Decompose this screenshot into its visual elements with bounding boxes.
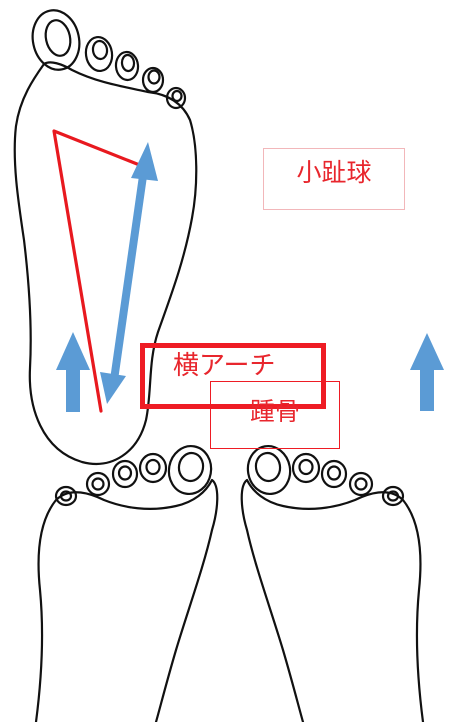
left-up-arrow — [56, 332, 90, 412]
bottom-left-toes — [56, 443, 215, 505]
bottom-right-toes — [244, 443, 403, 505]
bottom-right-foot-outline — [242, 480, 423, 722]
bottom-left-foot — [36, 443, 217, 722]
right-up-arrow — [410, 333, 444, 411]
small-toe-ball-label: 小趾球 — [263, 148, 405, 210]
bottom-left-foot-outline — [36, 480, 217, 722]
bottom-right-foot — [242, 443, 423, 722]
sole-toes — [27, 6, 185, 108]
heel-label: 踵骨 — [210, 381, 340, 449]
